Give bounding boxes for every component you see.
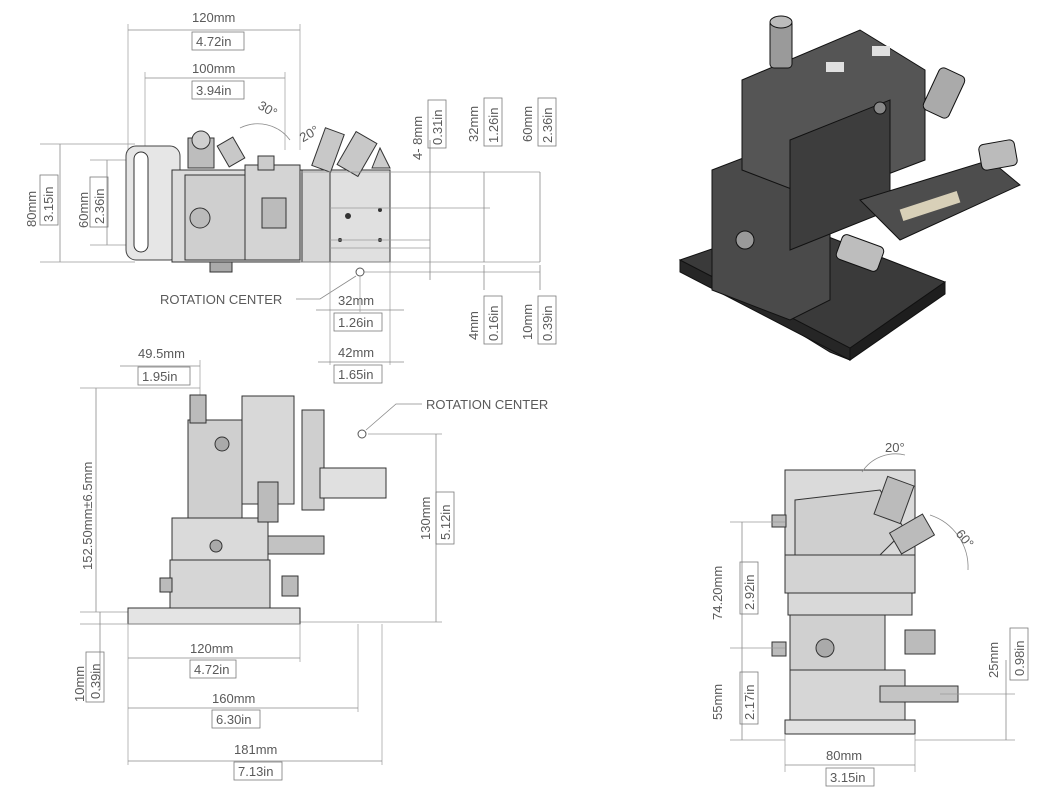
dim-42mm-in: 1.65in	[338, 367, 373, 382]
dim-120mm-front: 120mm	[190, 641, 233, 656]
angle-60: 60°	[953, 526, 977, 551]
top-view: 120mm 4.72in 100mm 3.94in 80mm 3.15in 60…	[24, 10, 557, 384]
dim-100mm-in: 3.94in	[196, 83, 231, 98]
dim-42mm: 42mm	[338, 345, 374, 360]
dim-74-2mm: 74.20mm	[710, 566, 725, 620]
dim-100mm: 100mm	[192, 61, 235, 76]
dim-10mm-right: 10mm	[520, 304, 535, 340]
dim-130mm: 130mm	[418, 497, 433, 540]
dim-80mm-side: 80mm	[826, 748, 862, 763]
dim-25mm: 25mm	[986, 642, 1001, 678]
dim-4mm-in: 0.16in	[486, 306, 501, 341]
dim-10mm-left: 10mm	[72, 666, 87, 702]
angle-20-side: 20°	[885, 440, 905, 455]
dim-181mm-in: 7.13in	[238, 764, 273, 779]
dim-32mm-right: 32mm	[466, 106, 481, 142]
dim-80mm-side-in: 3.15in	[830, 770, 865, 785]
dim-4x8mm-in: 0.31in	[430, 110, 445, 145]
dim-32mm-right-in: 1.26in	[486, 108, 501, 143]
dim-74-2mm-in: 2.92in	[742, 575, 757, 610]
dim-181mm: 181mm	[234, 742, 277, 757]
dim-120mm-front-in: 4.72in	[194, 662, 229, 677]
dim-160mm-in: 6.30in	[216, 712, 251, 727]
rotation-center-label-top: ROTATION CENTER	[160, 292, 282, 307]
dim-49-5mm-in: 1.95in	[142, 369, 177, 384]
dim-120mm-in: 4.72in	[196, 34, 231, 49]
dim-160mm: 160mm	[212, 691, 255, 706]
dim-152-5mm: 152.50mm±6.5mm	[80, 462, 95, 570]
dim-32mm-bottom: 32mm	[338, 293, 374, 308]
angle-30: 30°	[255, 98, 280, 121]
dim-60mm-right-in: 2.36in	[540, 108, 555, 143]
dim-32mm-bottom-in: 1.26in	[338, 315, 373, 330]
dim-55mm: 55mm	[710, 684, 725, 720]
stage-top-view	[125, 127, 391, 273]
dim-120mm: 120mm	[192, 10, 235, 25]
front-view: 49.5mm 1.95in 152.50mm±6.5mm ROTATION CE…	[72, 346, 548, 781]
dim-55mm-in: 2.17in	[742, 685, 757, 720]
stage-front-view	[127, 394, 387, 625]
dim-25mm-in: 0.98in	[1012, 641, 1027, 676]
dim-4x8mm: 4- 8mm	[410, 116, 425, 160]
dim-60mm-right: 60mm	[520, 106, 535, 142]
dim-10mm-right-in: 0.39in	[540, 306, 555, 341]
isometric-render	[678, 15, 1021, 361]
dim-80mm-in: 3.15in	[41, 187, 56, 222]
rotation-center-label-front: ROTATION CENTER	[426, 397, 548, 412]
dim-60mm-in: 2.36in	[92, 189, 107, 224]
dim-130mm-in: 5.12in	[438, 505, 453, 540]
dim-4mm: 4mm	[466, 311, 481, 340]
side-view: 20° 60° 74.20mm 2.92in 55mm 2.17in 25mm …	[710, 440, 1029, 787]
dim-49-5mm: 49.5mm	[138, 346, 185, 361]
dim-60mm: 60mm	[76, 192, 91, 228]
dim-80mm: 80mm	[24, 191, 39, 227]
dim-10mm-left-in: 0.39in	[88, 664, 103, 699]
angle-20-top: 20°	[297, 122, 322, 145]
